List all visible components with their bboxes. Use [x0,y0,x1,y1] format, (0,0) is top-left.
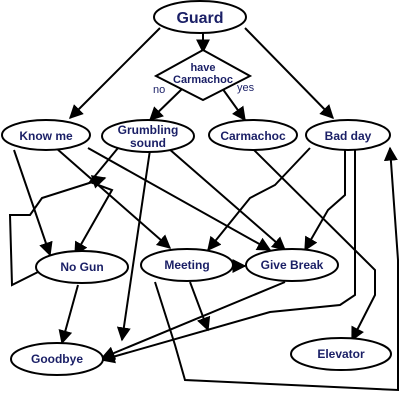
node-no-gun-label: No Gun [60,260,103,274]
node-have-carmachoc-decision[interactable]: have Carmachoc [153,48,253,102]
edge-bad-day-to-give-break [304,148,346,252]
edge-label-yes: yes [237,82,255,94]
edge-give-break-to-goodbye [100,281,286,360]
edge-decision-to-carmachoc [221,87,246,122]
decision-label-line1: have [190,62,215,74]
decision-label-line2: Carmachoc [173,74,233,86]
node-grumbling-label-line2: sound [130,136,166,150]
edge-guard-to-bad-day [244,27,334,120]
edge-guard-to-know-me [69,27,161,119]
edge-no-gun-to-goodbye [58,284,79,345]
node-elevator-label: Elevator [317,347,365,361]
edge-grumbling-to-give-break [167,147,287,251]
edge-know-me-to-no-gun [13,149,53,257]
node-know-me-label: Know me [19,129,73,143]
edge-bad-day-to-meeting [207,147,311,252]
node-give-break-label: Give Break [261,258,324,272]
node-know-me[interactable]: Know me [1,119,91,151]
edges [8,27,399,392]
node-bad-day-label: Bad day [325,129,372,143]
node-grumbling-label-line1: Grumbling [118,123,179,137]
edge-no-gun-loop [8,175,107,287]
node-carmachoc[interactable]: Carmachoc [208,119,298,151]
edge-know-me-to-meeting [55,147,172,249]
node-goodbye-label: Goodbye [31,352,83,366]
edge-meeting-to-bad-day [154,146,399,392]
node-meeting-label: Meeting [164,258,209,272]
node-give-break[interactable]: Give Break [245,248,339,282]
edge-label-no: no [153,84,165,96]
node-goodbye[interactable]: Goodbye [10,342,104,376]
edge-decision-to-grumbling [148,87,184,121]
node-elevator[interactable]: Elevator [290,337,392,371]
edge-bad-day-to-goodbye [100,148,356,364]
node-no-gun[interactable]: No Gun [35,250,129,284]
node-guard[interactable]: Guard [153,0,247,34]
edge-meeting-down [189,281,211,332]
edge-grumbling-to-goodbye [116,149,151,342]
edge-know-me-to-give-break [87,147,272,251]
edge-grumbling-to-no-gun [74,147,119,257]
node-guard-label: Guard [176,10,223,27]
node-meeting[interactable]: Meeting [140,248,234,282]
node-bad-day[interactable]: Bad day [305,119,391,151]
node-grumbling-sound[interactable]: Grumbling sound [101,119,195,153]
node-carmachoc-label: Carmachoc [220,129,286,143]
edge-carmachoc-to-elevator [251,147,376,342]
